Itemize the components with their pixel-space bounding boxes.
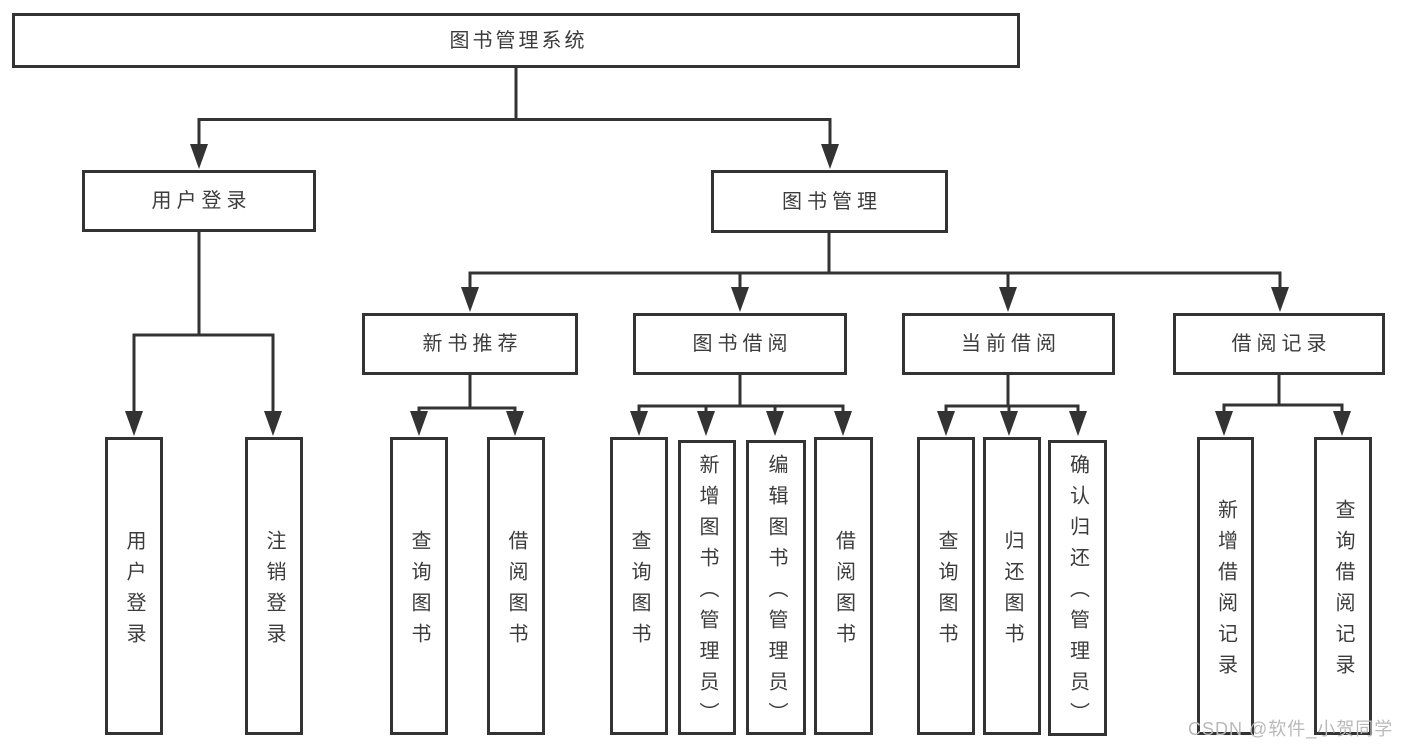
node-current-borrow: 当前借阅 xyxy=(902,313,1115,375)
node-label: 查询图书 xyxy=(628,529,650,654)
node-user-login: 用户登录 xyxy=(82,170,316,232)
leaf-confirm-return-admin: 确认归还（管理员） xyxy=(1048,440,1107,736)
node-label: 新增图书（管理员） xyxy=(696,453,718,733)
node-label: 借阅记录 xyxy=(1231,333,1332,355)
leaf-user-login: 用户登录 xyxy=(105,437,163,735)
connector-book-mgmt-children xyxy=(461,232,1289,312)
connector-borrow-records-children xyxy=(1215,375,1351,436)
node-label: 借阅图书 xyxy=(832,529,855,654)
node-new-book-recommend: 新书推荐 xyxy=(362,313,578,375)
node-label: 用户登录 xyxy=(123,529,145,654)
node-label: 图书管理系统 xyxy=(449,29,588,52)
node-label: 确认归还（管理员） xyxy=(1066,454,1089,733)
connector-root-to-level2 xyxy=(190,68,839,169)
connector-book-borrow-children xyxy=(630,375,852,436)
node-label: 归还图书 xyxy=(1001,529,1023,654)
node-book-borrow: 图书借阅 xyxy=(633,313,847,375)
node-borrow-records: 借阅记录 xyxy=(1173,313,1385,375)
node-label: 查询图书 xyxy=(408,529,430,654)
node-book-management: 图书管理 xyxy=(711,170,948,233)
leaf-query-books-borrow: 查询图书 xyxy=(610,437,668,735)
leaf-borrow-books: 借阅图书 xyxy=(814,437,873,735)
csdn-watermark: CSDN @软件_小贺同学 xyxy=(1188,719,1394,739)
leaf-logout-login: 注销登录 xyxy=(245,437,303,735)
connector-user-login-children xyxy=(125,232,282,436)
leaf-query-books-current: 查询图书 xyxy=(917,437,975,735)
leaf-return-book: 归还图书 xyxy=(983,437,1041,735)
node-label: 查询图书 xyxy=(935,529,957,654)
connector-current-borrow-children xyxy=(937,375,1087,436)
node-label: 图书借阅 xyxy=(692,333,793,355)
node-label: 用户登录 xyxy=(151,190,252,212)
leaf-query-borrow-record: 查询借阅记录 xyxy=(1314,437,1372,735)
leaf-add-book-admin: 新增图书（管理员） xyxy=(678,440,736,735)
node-label: 新书推荐 xyxy=(422,333,523,355)
node-label: 查询借阅记录 xyxy=(1332,498,1354,685)
node-label: 图书管理 xyxy=(782,190,882,213)
node-label: 新增借阅记录 xyxy=(1214,498,1237,685)
leaf-query-books-recommend: 查询图书 xyxy=(390,437,448,735)
node-label: 当前借阅 xyxy=(961,333,1061,355)
node-label: 编辑图书（管理员） xyxy=(765,453,787,733)
node-root-system: 图书管理系统 xyxy=(12,13,1020,68)
node-label: 借阅图书 xyxy=(505,529,527,654)
node-label: 注销登录 xyxy=(263,529,285,654)
connector-new-book-children xyxy=(410,375,524,436)
leaf-add-borrow-record: 新增借阅记录 xyxy=(1197,437,1254,735)
leaf-edit-book-admin: 编辑图书（管理员） xyxy=(746,440,806,735)
leaf-borrow-books-recommend: 借阅图书 xyxy=(487,437,545,735)
